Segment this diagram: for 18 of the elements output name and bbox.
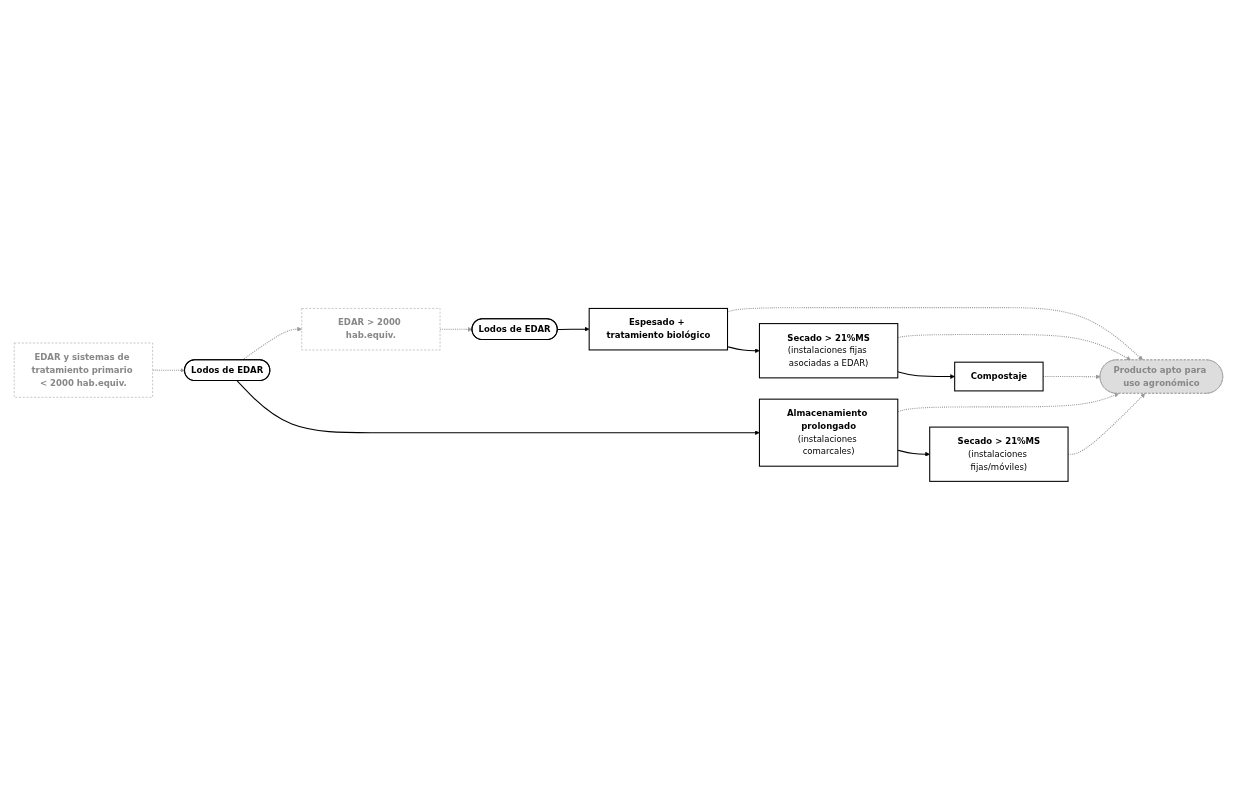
arrow (897, 371, 955, 379)
node-box: Espesado + tratamiento biológico (588, 307, 729, 351)
arrow (152, 368, 185, 373)
node-box: EDAR y sistemas de tratamiento primario < 2000 hab.equiv. (14, 342, 153, 398)
arrow (727, 307, 1144, 361)
node-box: EDAR > 2000 hab.equiv. (301, 308, 441, 351)
arrow (557, 326, 590, 332)
node-box: Compostaje (954, 361, 1044, 392)
node-box: Secado > 21%MS (instalaciones fijas asociadas a EDAR) (758, 323, 899, 379)
arrow (897, 334, 1131, 361)
arrow (241, 326, 302, 361)
arrow (236, 380, 760, 435)
arrow (897, 392, 1120, 413)
node-box: Almacenamiento prolongado (instalaciones comarcales) (758, 398, 899, 467)
arrow (727, 346, 760, 354)
arrow (897, 449, 930, 457)
arrow (439, 327, 473, 332)
node-box: Secado > 21%MS (instalaciones fijas/móviles) (929, 426, 1069, 482)
